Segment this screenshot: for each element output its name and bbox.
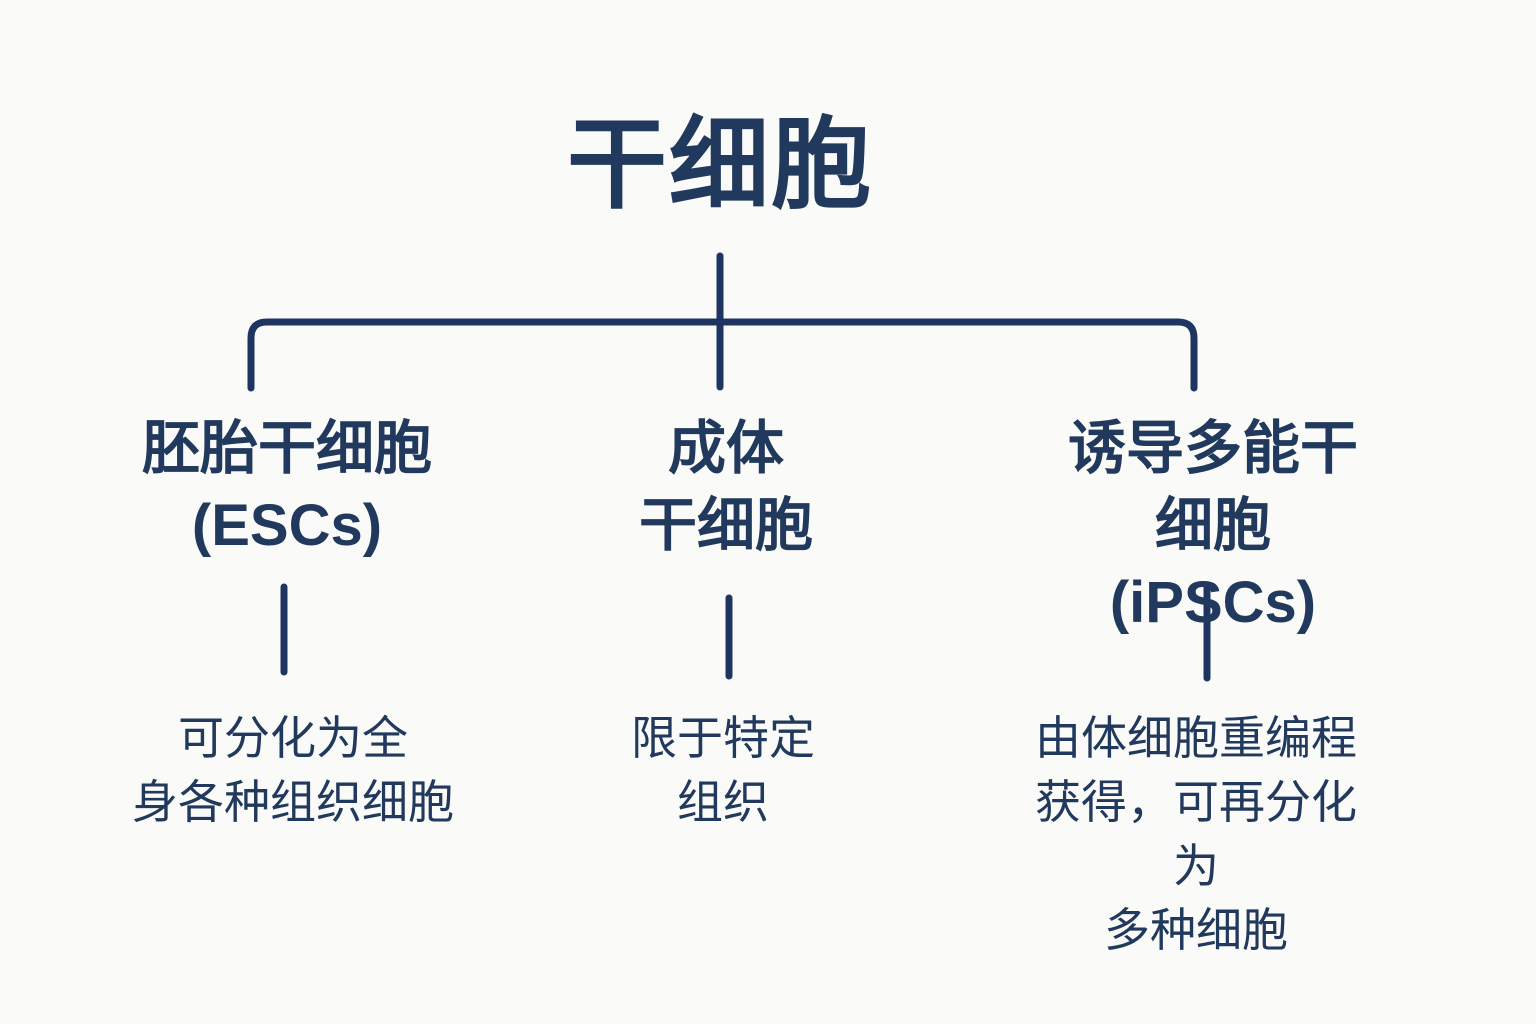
branch-label-embryonic: 胚胎干细胞 (ESCs) — [141, 416, 433, 558]
branch-description-embryonic: 可分化为全 身各种组织细胞 — [132, 712, 454, 828]
branch-description-ipsc: 由体细胞重编程 获得，可再分化为 多种细胞 — [1035, 712, 1357, 956]
branch-label-adult: 成体 干细胞 — [638, 416, 814, 558]
branch-bracket-line — [247, 318, 1198, 392]
diagram-title: 干细胞 — [567, 109, 873, 221]
branch-description-adult: 限于特定 组织 — [631, 712, 815, 828]
branch-label-ipsc: 诱导多能干细胞 (iPSCs) — [1067, 416, 1358, 635]
